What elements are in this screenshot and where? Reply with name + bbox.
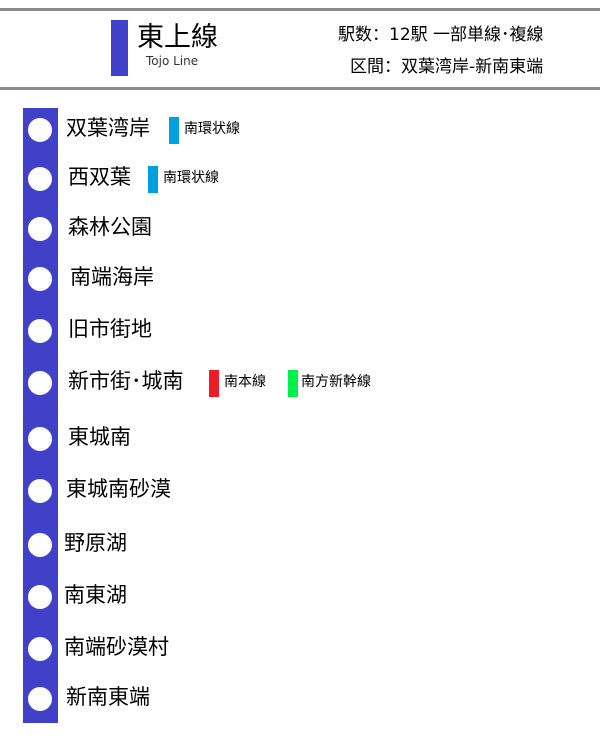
station-marker [28, 118, 52, 142]
transfer-line-label: 南環状線 [184, 121, 240, 137]
station-name: 森林公園 [68, 215, 152, 239]
station-name: 新南東端 [66, 685, 150, 709]
station-name: 双葉湾岸 [66, 116, 150, 140]
route-line [23, 108, 58, 723]
transfer-line-label: 南方新幹線 [301, 374, 371, 390]
header-top-border [0, 8, 600, 11]
transfer-line-color-bar [288, 370, 298, 397]
station-marker [28, 585, 52, 609]
station-marker [28, 217, 52, 241]
line-color-badge [111, 20, 128, 76]
station-marker [28, 427, 52, 451]
station-marker [28, 479, 52, 503]
line-name-en: Tojo Line [146, 54, 199, 68]
station-name: 西双葉 [68, 165, 131, 189]
transfer-line-label: 南環状線 [163, 170, 219, 186]
station-marker [28, 267, 52, 291]
station-name: 野原湖 [64, 531, 127, 555]
station-marker [28, 533, 52, 557]
station-name: 東城南 [68, 425, 131, 449]
station-marker [28, 371, 52, 395]
transfer-line-color-bar [169, 117, 179, 144]
header-bottom-border [0, 87, 600, 90]
station-count-info: 駅数：12駅 一部単線･複線 [338, 25, 544, 45]
station-name: 旧市街地 [68, 317, 152, 341]
station-name: 南端海岸 [70, 265, 154, 289]
station-name: 東城南砂漠 [66, 477, 171, 501]
section-info: 区間：双葉湾岸-新南東端 [350, 57, 544, 77]
station-marker [28, 637, 52, 661]
station-name: 南端砂漠村 [64, 635, 169, 659]
transfer-line-color-bar [148, 166, 158, 193]
station-marker [28, 687, 52, 711]
transfer-line-label: 南本線 [224, 374, 266, 390]
station-marker [28, 319, 52, 343]
transfer-line-color-bar [209, 370, 219, 397]
line-name: 東上線 [137, 22, 218, 53]
station-marker [28, 167, 52, 191]
station-name: 新市街･城南 [68, 369, 184, 393]
station-name: 南東湖 [64, 583, 127, 607]
